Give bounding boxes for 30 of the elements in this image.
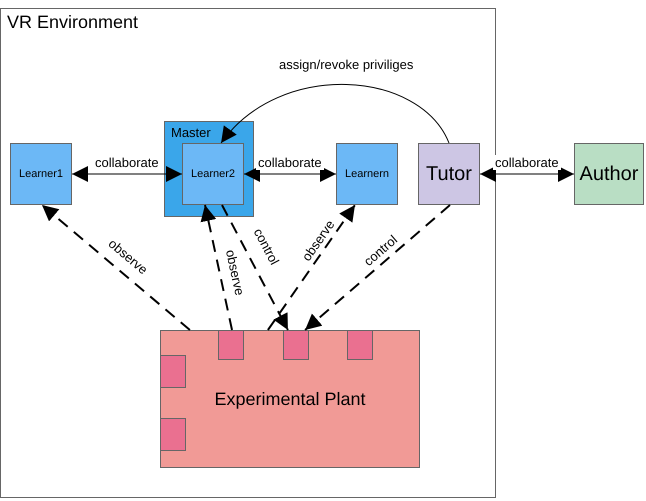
- small-block: [283, 330, 309, 360]
- edge-label: observe: [222, 246, 248, 298]
- small-block: [160, 355, 186, 388]
- arrow: [200, 204, 233, 330]
- arrow: [304, 204, 451, 331]
- node-label: Experimental Plant: [214, 388, 366, 410]
- environment-frame: [0, 8, 496, 498]
- arrow: [267, 204, 356, 331]
- small-block: [218, 330, 244, 360]
- small-block: [347, 330, 373, 360]
- group-title: VR Environment: [7, 12, 138, 33]
- edge-label: collaborate: [93, 154, 161, 170]
- arrow: [221, 204, 289, 330]
- role-box: Author: [574, 143, 644, 205]
- role-box: Tutor: [418, 143, 480, 205]
- arrow: [220, 84, 450, 144]
- arrow: [41, 204, 191, 331]
- role-box: Learnern: [336, 143, 398, 205]
- small-block: [160, 418, 186, 451]
- edge-label: collaborate: [493, 154, 561, 170]
- double-arrow: [480, 166, 574, 182]
- role-box: Learner1: [10, 143, 72, 205]
- role-box: Learner2: [182, 143, 244, 205]
- edge-label: assign/revoke priviliges: [277, 56, 416, 72]
- double-arrow: [72, 166, 182, 182]
- double-arrow: [244, 166, 336, 182]
- group-title: Master: [171, 125, 211, 140]
- group-box: [164, 121, 254, 217]
- plant-box: [160, 330, 420, 468]
- edge-label: collaborate: [256, 154, 324, 170]
